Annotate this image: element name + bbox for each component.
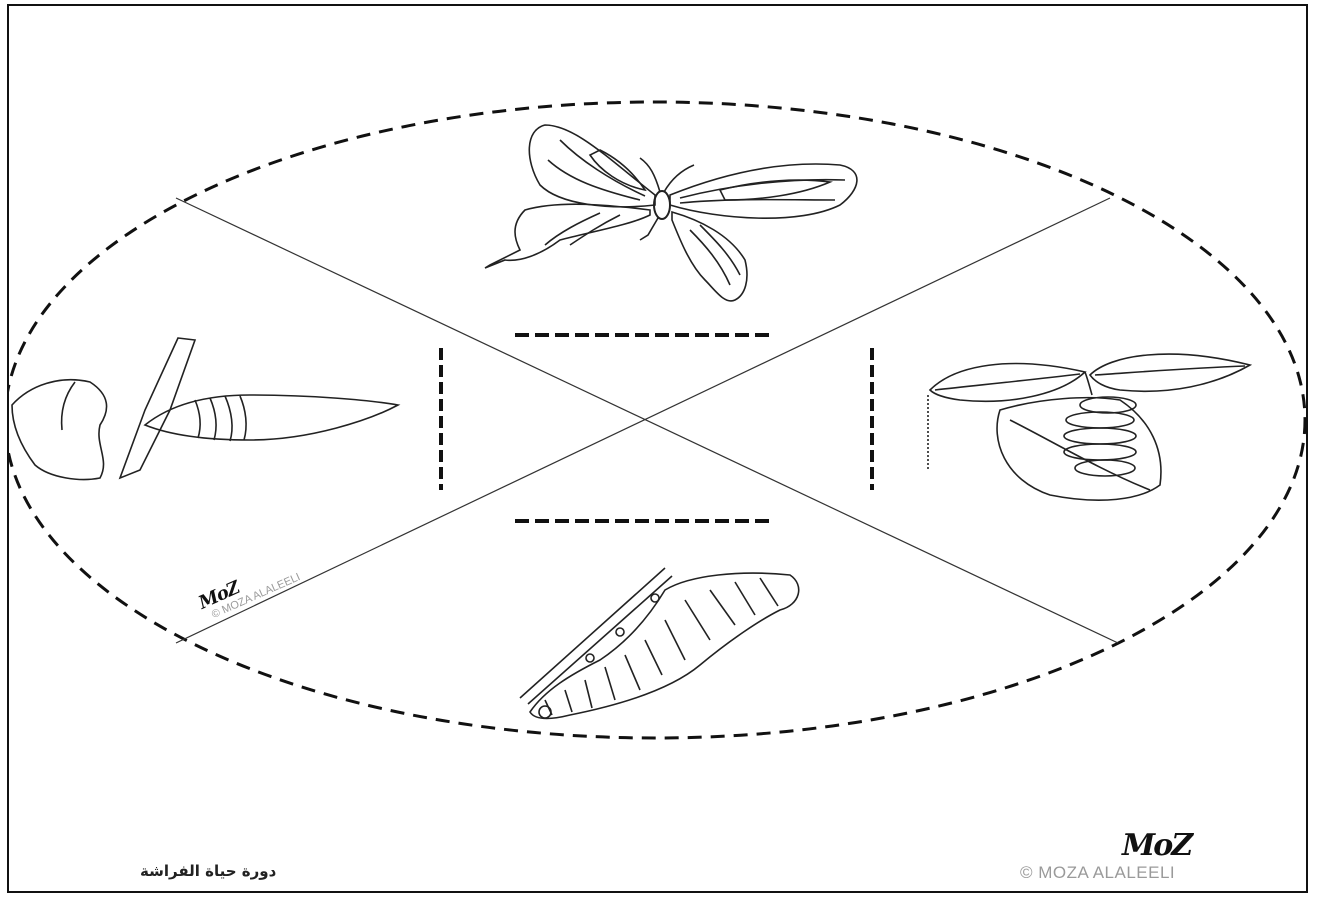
- worksheet-title: دورة حياة الفراشة: [140, 862, 276, 880]
- copyright-text: © MOZA ALALEELI: [1020, 863, 1175, 883]
- caterpillar-icon: [520, 568, 799, 718]
- chrysalis-icon: [12, 338, 398, 479]
- butterfly-icon: [485, 125, 857, 301]
- brand-logo: MoZ: [1122, 828, 1191, 863]
- eggs-on-leaf-icon: [928, 354, 1250, 500]
